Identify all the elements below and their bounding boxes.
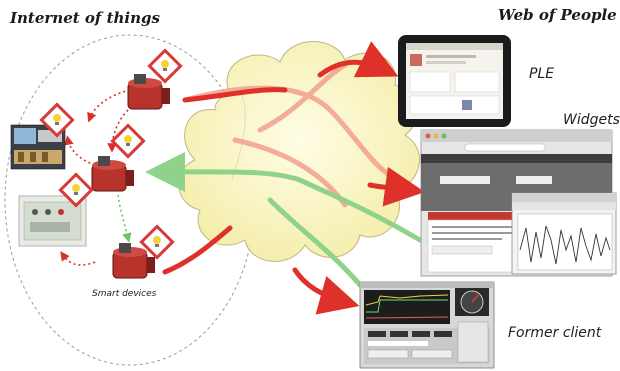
red-flow-arrows — [162, 41, 425, 315]
former-client-label: Former client — [508, 325, 602, 341]
iot-title: Internet of things — [10, 9, 160, 27]
smart-devices-label: Smart devices — [92, 289, 157, 299]
green-flow-to-device — [145, 151, 423, 243]
smart-device-top — [127, 74, 170, 110]
alert-bulb-icons — [39, 48, 183, 260]
tablet-ple — [398, 35, 511, 127]
device-links — [60, 89, 132, 266]
smart-device-middle — [91, 156, 134, 192]
widgets-label: Widgets — [563, 112, 620, 128]
web-of-people-title: Web of People — [498, 6, 617, 24]
ple-label: PLE — [529, 66, 555, 82]
lab-kit-photo — [18, 195, 87, 247]
green-flow-to-client — [267, 197, 363, 288]
lab-equipment-photo — [10, 124, 66, 170]
chart-widget-window — [511, 192, 617, 275]
smart-device-bottom — [112, 243, 155, 279]
former-client-app — [359, 281, 495, 369]
